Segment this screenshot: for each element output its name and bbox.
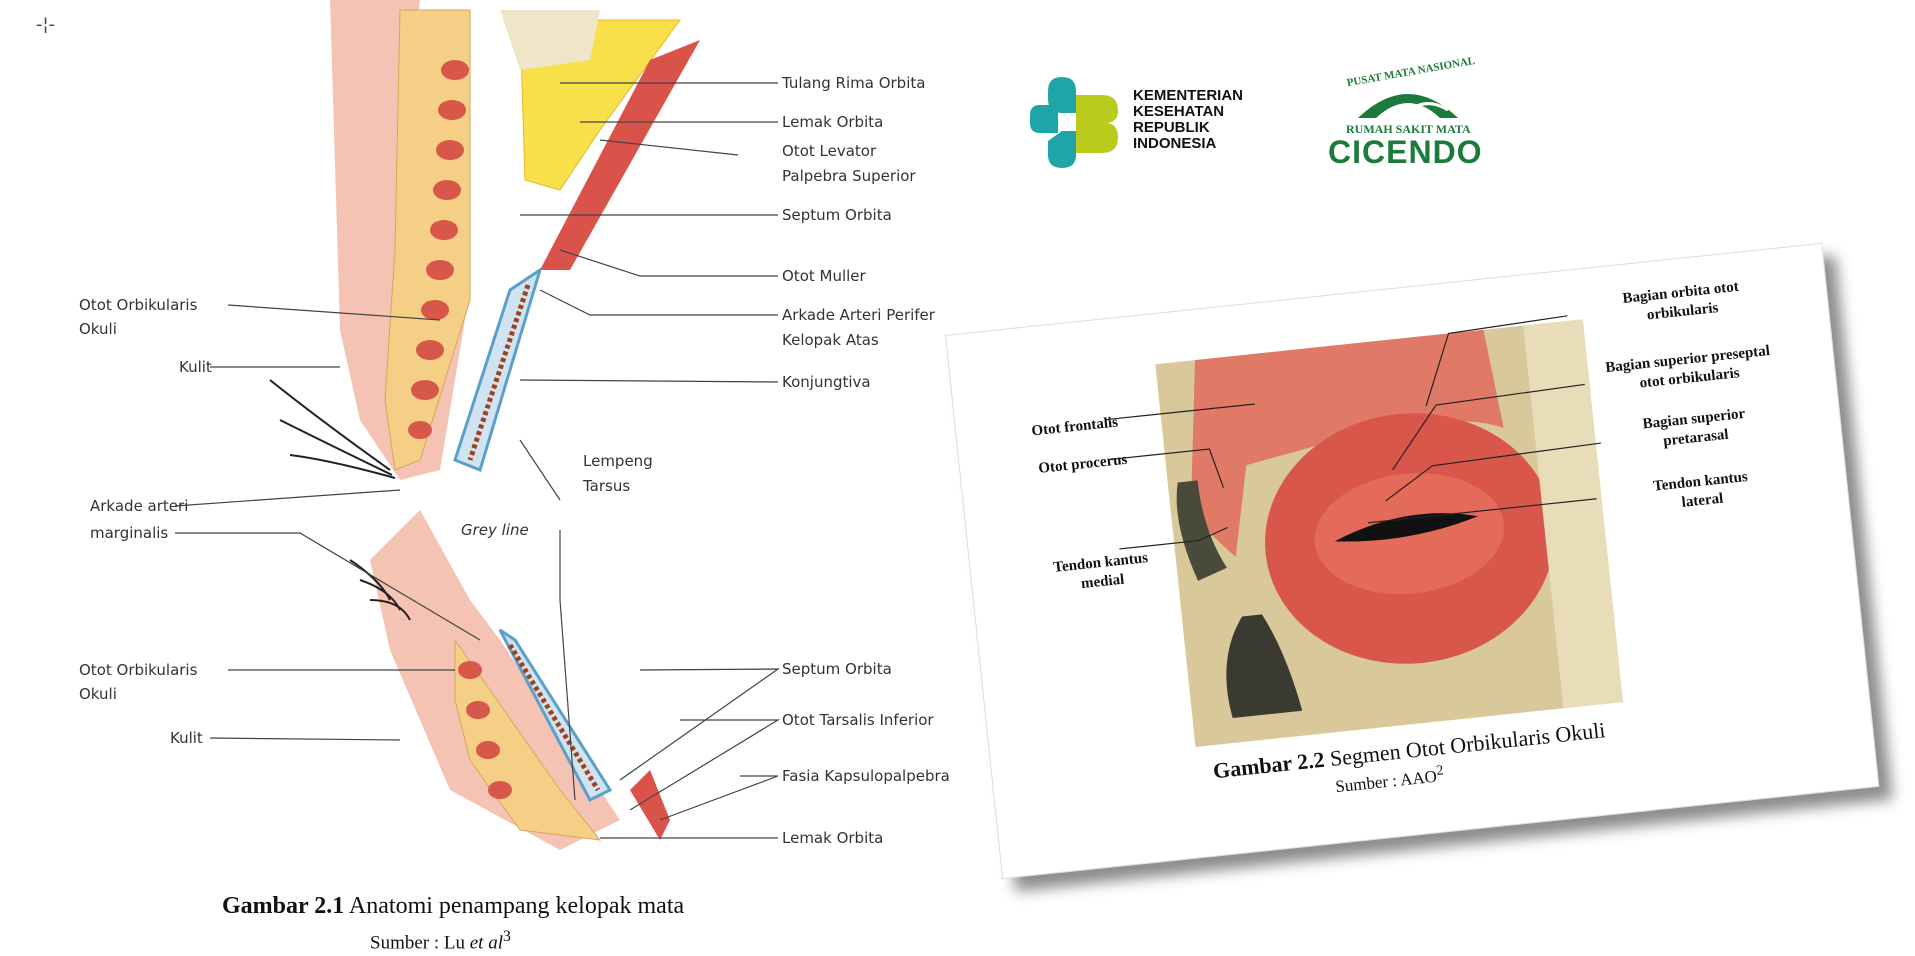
label-palpebra-superior: Palpebra Superior — [782, 167, 916, 185]
source-sup: 3 — [503, 928, 511, 945]
label-tarsus: Tarsus — [583, 477, 631, 495]
upper-lid-fat — [384, 9, 471, 471]
eyelashes — [269, 379, 411, 621]
label-otot-orbikularis: Otot Orbikularis — [79, 296, 198, 314]
label-fasia-kapsulopalpebra: Fasia Kapsulopalpebra — [782, 767, 950, 785]
label-konjungtiva: Konjungtiva — [782, 373, 871, 391]
label-kelopak-atas: Kelopak Atas — [782, 331, 879, 349]
lower-orbicularis-bundles — [458, 661, 512, 799]
label-okuli: Okuli — [79, 320, 117, 338]
label-otot-levator: Otot Levator — [782, 142, 877, 160]
cicendo-name: CICENDO — [1328, 134, 1483, 170]
source-prefix: Sumber : Lu — [370, 932, 470, 954]
label-arkade-arteri-perifer: Arkade Arteri Perifer — [782, 306, 935, 324]
upper-orbicularis-bundles — [408, 60, 469, 439]
kemenkes-logo-icon — [1030, 77, 1118, 168]
kemenkes-line: REPUBLIK — [1133, 119, 1210, 136]
kemenkes-line: KESEHATAN — [1133, 103, 1225, 120]
source-sup: 2 — [1435, 762, 1445, 779]
eyelid-cross-section-diagram — [174, 0, 781, 850]
cicendo-emblem-icon — [1358, 94, 1458, 119]
orbicularis-muscle-illustration — [1155, 319, 1624, 748]
kemenkes-line: KEMENTERIAN — [1133, 87, 1244, 104]
label-septum-orbita: Septum Orbita — [782, 206, 892, 224]
figure2-page: Otot frontalis Otot procerus Tendon kant… — [945, 242, 1880, 880]
label-lempeng: Lempeng — [583, 452, 653, 470]
label-grey-line: Grey line — [461, 521, 529, 539]
label-lemak-orbita-lower: Lemak Orbita — [782, 829, 884, 847]
leader-lines-fig1 — [174, 82, 781, 839]
figure1-source: Sumber : Lu et al3 — [370, 928, 511, 954]
label-kulit-lower: Kulit — [170, 729, 203, 747]
caption-text: Anatomi penampang kelopak mata — [344, 893, 685, 919]
levator-muscle — [540, 40, 700, 270]
label-septum-orbita-lower: Septum Orbita — [782, 660, 892, 678]
kemenkes-text: KEMENTERIAN KESEHATAN REPUBLIK INDONESIA — [1133, 88, 1243, 152]
kemenkes-line: INDONESIA — [1133, 135, 1217, 152]
label-kulit: Kulit — [179, 358, 212, 376]
label-otot-orbikularis-lower: Otot Orbikularis — [79, 661, 198, 679]
figure1-caption: Gambar 2.1 Anatomi penampang kelopak mat… — [222, 893, 684, 920]
label-tulang-rima-orbita: Tulang Rima Orbita — [782, 74, 926, 92]
label-otot-tarsalis-inferior: Otot Tarsalis Inferior — [782, 711, 934, 729]
lower-red-muscle — [630, 770, 670, 840]
upper-tarsus-gland — [467, 284, 531, 461]
lower-lid-fat — [454, 638, 602, 841]
cicendo-subtitle: RUMAH SAKIT MATA — [1346, 122, 1471, 136]
label-otot-muller: Otot Muller — [782, 267, 866, 285]
label-lemak-orbita: Lemak Orbita — [782, 113, 884, 131]
label-marginalis: marginalis — [90, 524, 169, 542]
lower-tarsus-gland — [507, 643, 601, 792]
label-arkade-arteri: Arkade arteri — [90, 497, 189, 515]
label-okuli-lower: Okuli — [79, 685, 117, 703]
lower-lid-skin — [370, 510, 620, 850]
cicendo-logo: PUSAT MATA NASIONAL RUMAH SAKIT MATA CIC… — [1324, 55, 1494, 174]
lower-tarsus — [498, 628, 613, 802]
bone — [500, 10, 600, 70]
leader-lines-fig2 — [1105, 315, 1601, 550]
crosshair-mark-icon: -¦- — [36, 14, 56, 35]
source-italic: et al — [469, 932, 503, 954]
caption-number: Gambar 2.1 — [222, 893, 345, 919]
